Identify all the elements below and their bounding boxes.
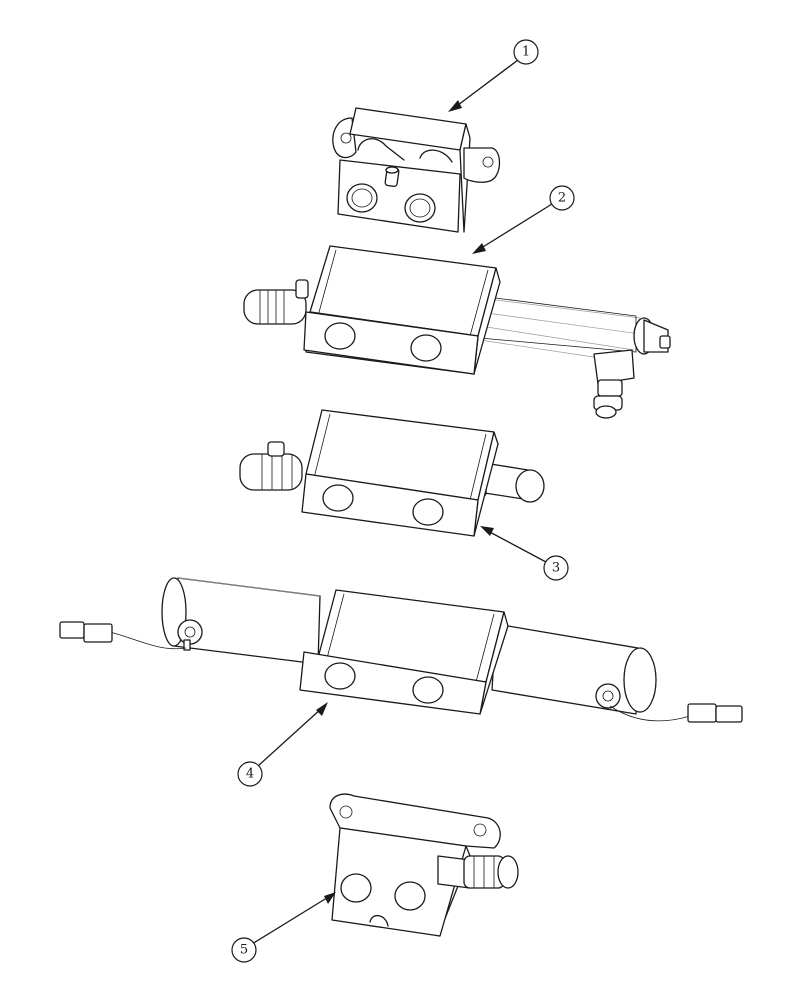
callout-2: 2: [472, 185, 575, 254]
callout-label-5: 5: [240, 943, 248, 958]
part-1-inlet-cover: [332, 107, 501, 233]
callout-label-1: 1: [522, 45, 530, 60]
callout-1: 1: [448, 39, 539, 112]
callout-5: 5: [231, 892, 336, 963]
callout-3: 3: [480, 526, 569, 581]
callout-4: 4: [237, 702, 328, 787]
callout-label-4: 4: [246, 767, 254, 782]
part-3-valve-section: [239, 409, 545, 537]
callout-label-2: 2: [558, 191, 566, 206]
callout-label-3: 3: [552, 561, 560, 576]
part-4-solenoid-valve-section: [59, 577, 743, 723]
part-5-outlet-cover: [329, 793, 519, 937]
part-2-valve-section: [243, 245, 671, 419]
